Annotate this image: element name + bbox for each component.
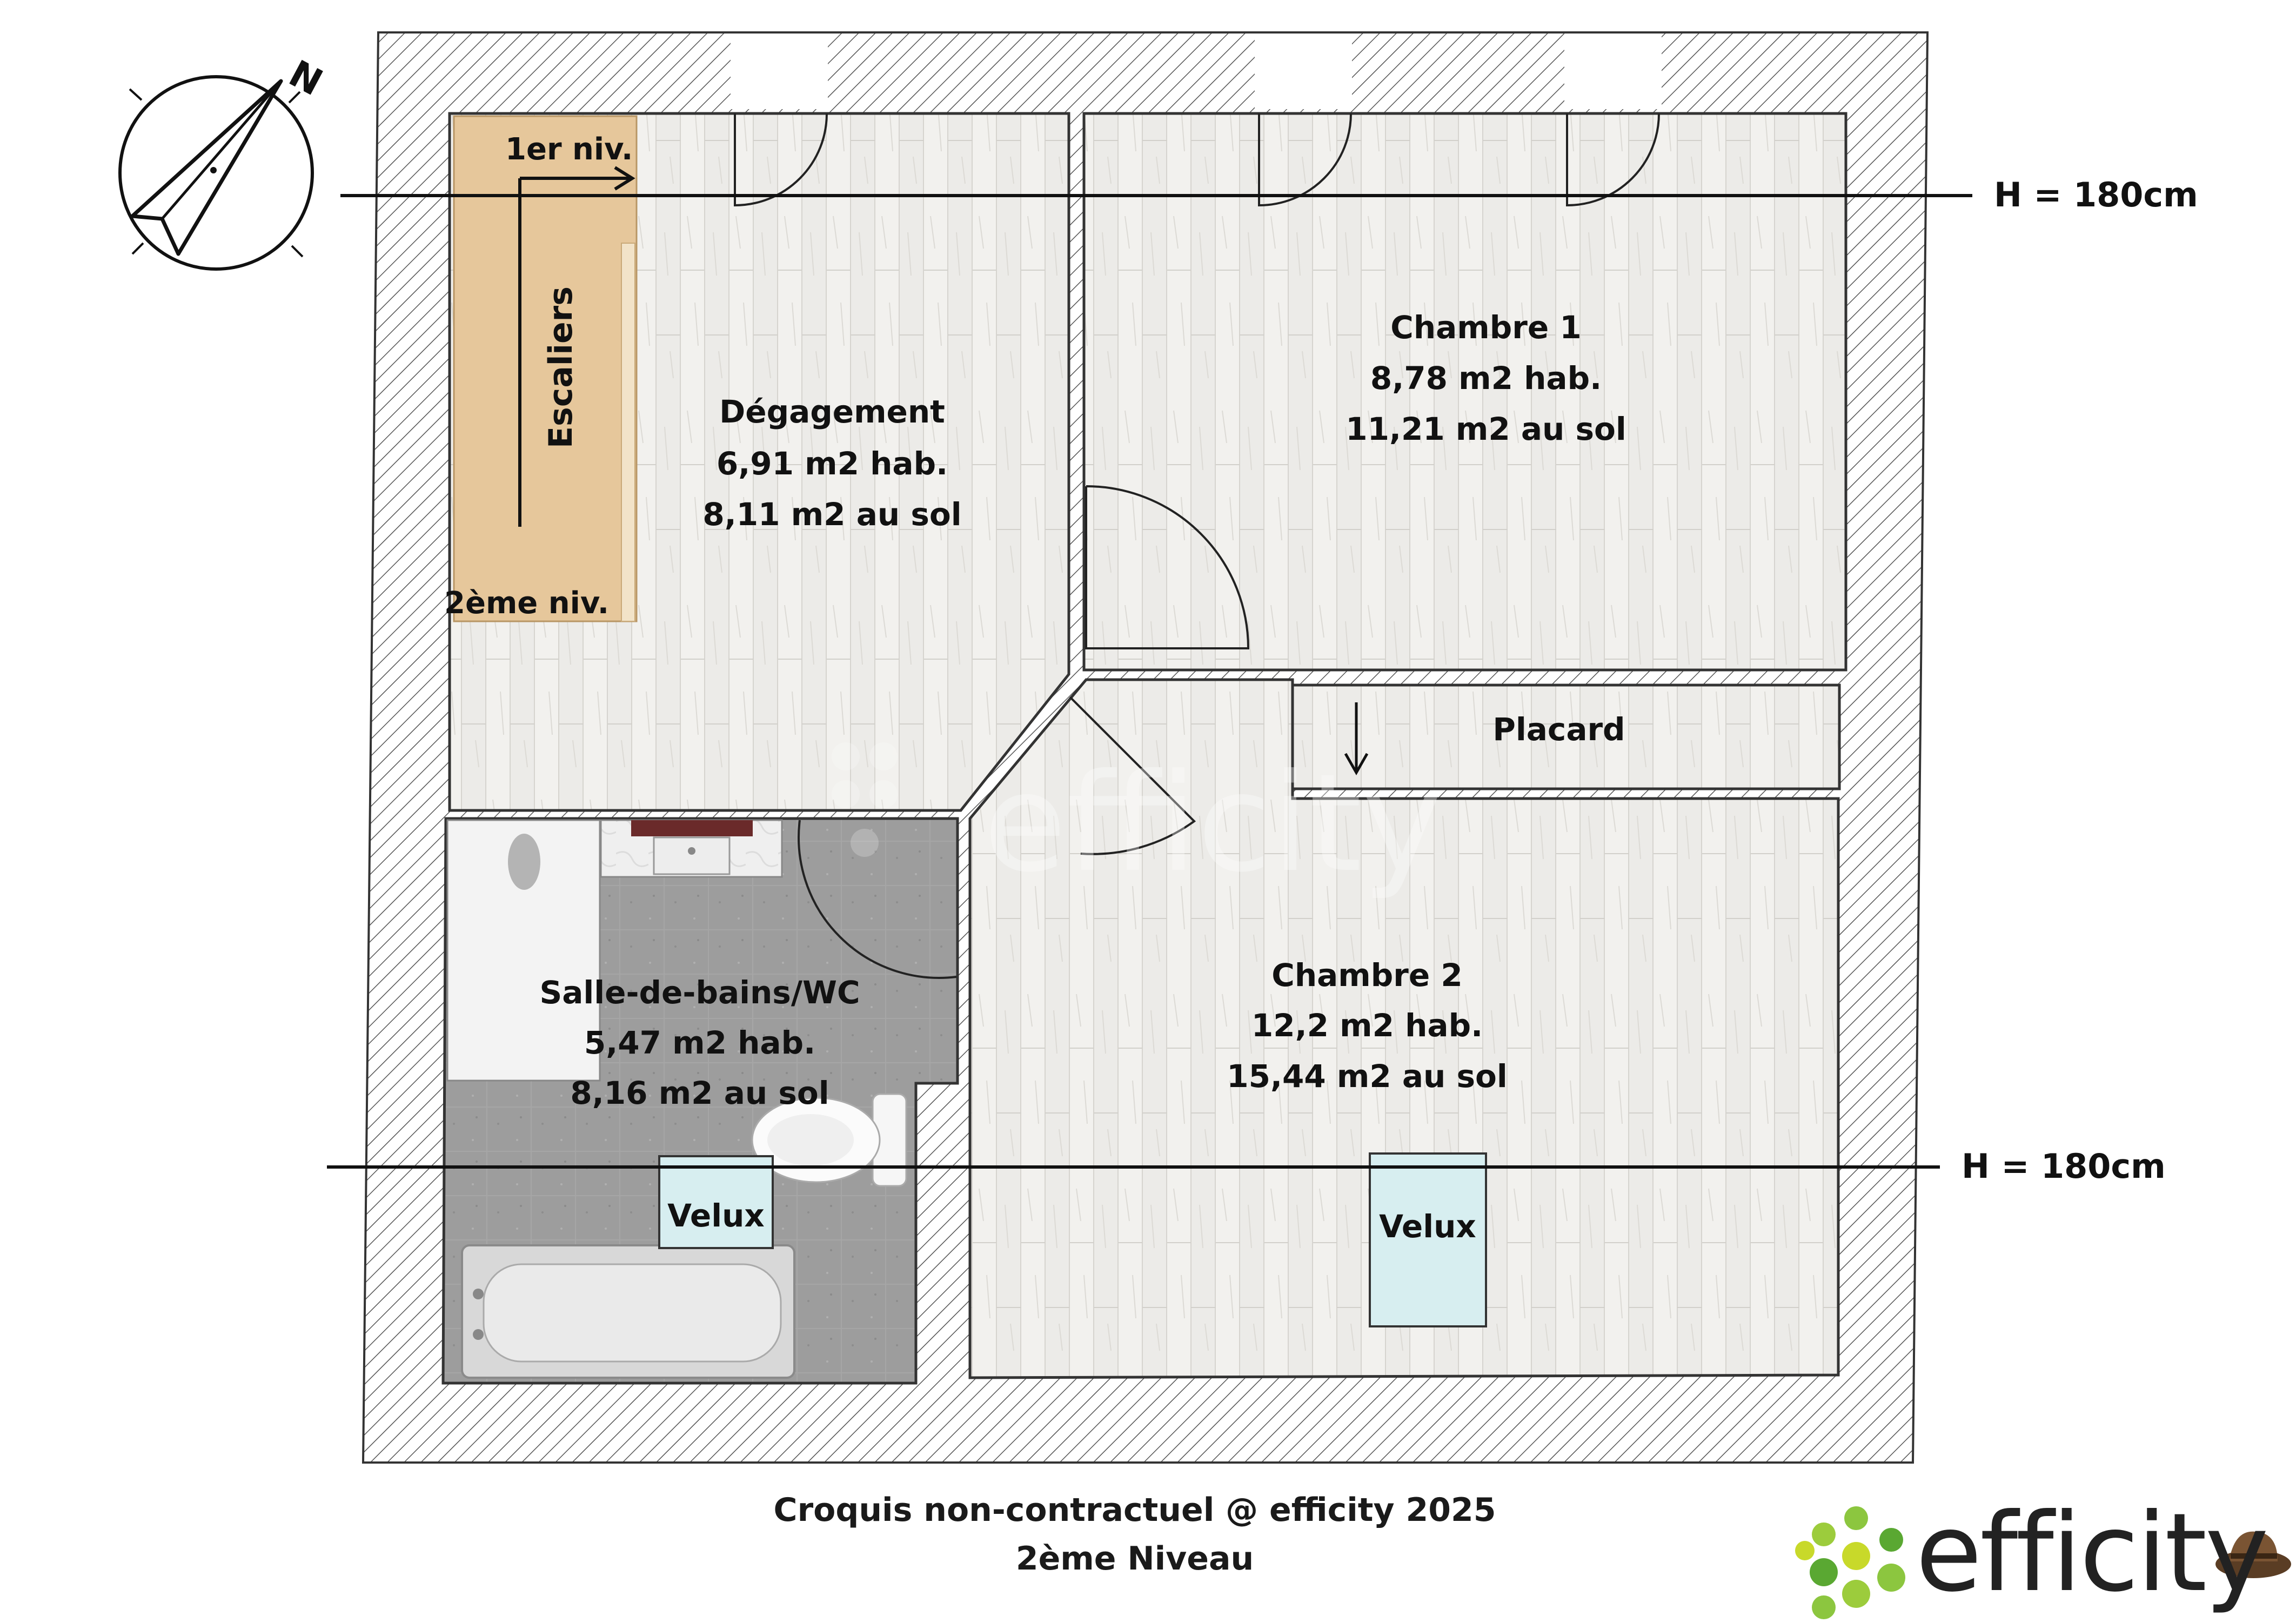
degagement-name: Dégagement — [719, 393, 945, 430]
chambre-1-hab: 8,78 m2 hab. — [1370, 360, 1602, 397]
watermark — [832, 742, 898, 857]
toilet — [751, 1093, 907, 1187]
chambre-1-sol: 11,21 m2 au sol — [1346, 411, 1626, 447]
height-label-bottom: H = 180cm — [1962, 1146, 2166, 1186]
vanity-top — [631, 820, 753, 836]
watermark-text: efficity — [983, 745, 1442, 902]
height-label-top: H = 180cm — [1994, 175, 2198, 214]
window-opening — [731, 33, 828, 109]
efficity-logo-wordmark: efficity — [1916, 1490, 2269, 1616]
placard-arrow — [1344, 702, 1369, 776]
stairs-top-label: 1er niv. — [505, 132, 633, 167]
sdb-name: Salle-de-bains/WC — [539, 974, 860, 1011]
stairs-label: Escaliers — [542, 286, 580, 448]
stairs-bottom-label: 2ème niv. — [444, 586, 609, 621]
sdb-hab: 5,47 m2 hab. — [584, 1024, 815, 1061]
window-opening — [1564, 33, 1662, 109]
chambre-2-hab: 12,2 m2 hab. — [1251, 1007, 1483, 1044]
velux-window-chambre-2 — [1369, 1152, 1487, 1327]
footer-level: 2ème Niveau — [1015, 1540, 1254, 1578]
sink-basin — [653, 836, 731, 875]
efficity-hat-icon — [2215, 1531, 2291, 1578]
chambre-2-name: Chambre 2 — [1271, 957, 1462, 994]
compass-north-label: N — [282, 52, 329, 104]
bathtub — [461, 1244, 795, 1379]
floor-placard — [1291, 683, 1841, 790]
stairs — [453, 115, 638, 622]
footer-disclaimer: Croquis non-contractuel @ efficity 2025 — [773, 1491, 1496, 1529]
degagement-sol: 8,11 m2 au sol — [702, 496, 961, 533]
degagement-hab: 6,91 m2 hab. — [717, 445, 948, 482]
sink-drain — [688, 847, 695, 855]
door-swings — [734, 113, 1660, 979]
compass — [118, 75, 314, 271]
efficity-logo-dots — [1795, 1506, 1905, 1619]
velux-label-bathroom: Velux — [667, 1197, 765, 1234]
velux-window-bathroom — [658, 1155, 774, 1249]
shower-drain — [508, 834, 540, 890]
sdb-sol: 8,16 m2 au sol — [570, 1075, 829, 1111]
chambre-1-name: Chambre 1 — [1390, 309, 1581, 346]
floor-chambre-1 — [1082, 112, 1847, 672]
chambre-2-sol: 15,44 m2 au sol — [1227, 1058, 1508, 1095]
window-opening — [1255, 33, 1352, 109]
placard-name: Placard — [1492, 711, 1625, 748]
velux-label-chambre-2: Velux — [1379, 1208, 1476, 1245]
